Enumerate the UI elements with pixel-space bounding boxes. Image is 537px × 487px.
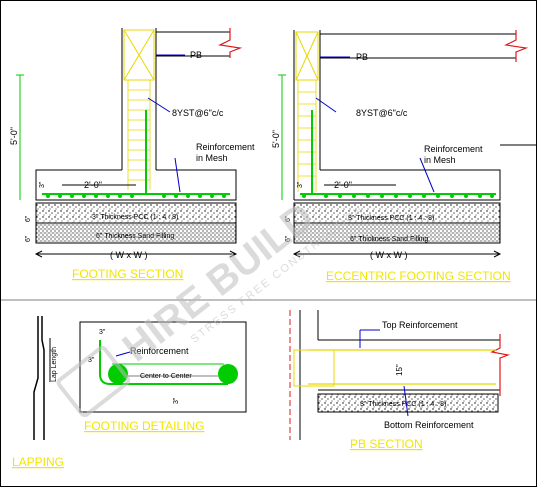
column-ties (297, 80, 317, 192)
column-box (123, 29, 155, 81)
width-label: ( W x W ) (370, 250, 408, 260)
bar-label: 8YST@6"c/c (172, 108, 224, 118)
lapping: Lap Length LAPPING (12, 316, 64, 469)
bar-right (218, 364, 238, 384)
reinforcement-label: Reinforcement (130, 346, 189, 356)
lap-bar-1 (33, 316, 39, 440)
half-width-label: 2'-0" (84, 180, 102, 190)
column-label: PB (356, 52, 368, 62)
center-label: Center to Center (140, 373, 192, 380)
eccentric-section: PB 8YST@6"c/c Reinforcement in Mesh 2'-0… (271, 30, 536, 283)
lap-label: Lap Length (51, 347, 58, 382)
cover-label: 3" (297, 181, 304, 188)
depth-label-1: 6" (285, 215, 292, 222)
depth-label: 15" (395, 364, 404, 376)
section-title: FOOTING DETAILING (84, 419, 204, 433)
mesh-dots (302, 194, 494, 198)
column-box (295, 31, 319, 81)
break-line (218, 28, 243, 58)
bar-label: 8YST@6"c/c (356, 108, 408, 118)
width-label: ( W x W ) (110, 250, 148, 260)
depth-label-2: 6" (25, 235, 32, 242)
break-line (504, 30, 529, 62)
section-title: PB SECTION (350, 437, 423, 451)
pcc-label: 3" Thickness PCC (1 : 4 : 8) (92, 214, 178, 221)
footing-plan (79, 321, 247, 413)
footing-detailing: Reinforcement Center to Center 3" 3" 3" … (79, 321, 247, 433)
bottom-label: Bottom Reinforcement (384, 420, 474, 430)
pcc-label: 3" Thickness PCC (1 : 4 : 8) (348, 215, 434, 222)
cover-top: 3" (99, 329, 106, 336)
reinforcement-label-2: in Mesh (196, 153, 228, 163)
sand-label: 6" Thickness Sand Filling (96, 233, 174, 240)
depth-label-1: 6" (25, 215, 32, 222)
cover-label: 3" (39, 181, 46, 188)
cover-side: 3" (88, 357, 95, 364)
pcc-layer (317, 393, 499, 413)
pcc-label: 3" Thickness PCC (1 : 4 : 8) (360, 401, 446, 408)
reinforcement-label-1: Reinforcement (424, 144, 483, 154)
reinforcement-label-2: in Mesh (424, 155, 456, 165)
break-line (490, 334, 511, 396)
half-width-label: 2'-0" (334, 180, 352, 190)
pb-section: Top Reinforcement Bottom Reinforcement 1… (289, 310, 511, 451)
cover-bottom: 3" (173, 397, 180, 404)
bent-bar (99, 340, 228, 385)
sand-layer (293, 222, 501, 244)
section-title: ECCENTRIC FOOTING SECTION (326, 269, 511, 283)
footing-outline (294, 169, 501, 201)
section-title: FOOTING SECTION (72, 267, 183, 281)
depth-label-2: 6" (285, 235, 292, 242)
reinforcement-label-1: Reinforcement (196, 142, 255, 152)
section-title: LAPPING (12, 455, 64, 469)
mesh-dots (46, 194, 226, 198)
top-label: Top Reinforcement (382, 320, 458, 330)
height-label: 5'-0" (271, 130, 281, 148)
footing-section: PB 8YST@6"c/c Reinforcement in Mesh 2'-0… (9, 28, 255, 281)
footing-outline (35, 169, 237, 201)
lap-bar-2 (41, 316, 45, 440)
sand-label: 6" Thickness Sand Filling (350, 236, 428, 243)
brand-logo (56, 345, 131, 418)
height-label: 5'-0" (9, 127, 19, 145)
sand-layer (35, 222, 237, 244)
column-label: PB (190, 50, 202, 60)
bar-left (108, 364, 128, 384)
